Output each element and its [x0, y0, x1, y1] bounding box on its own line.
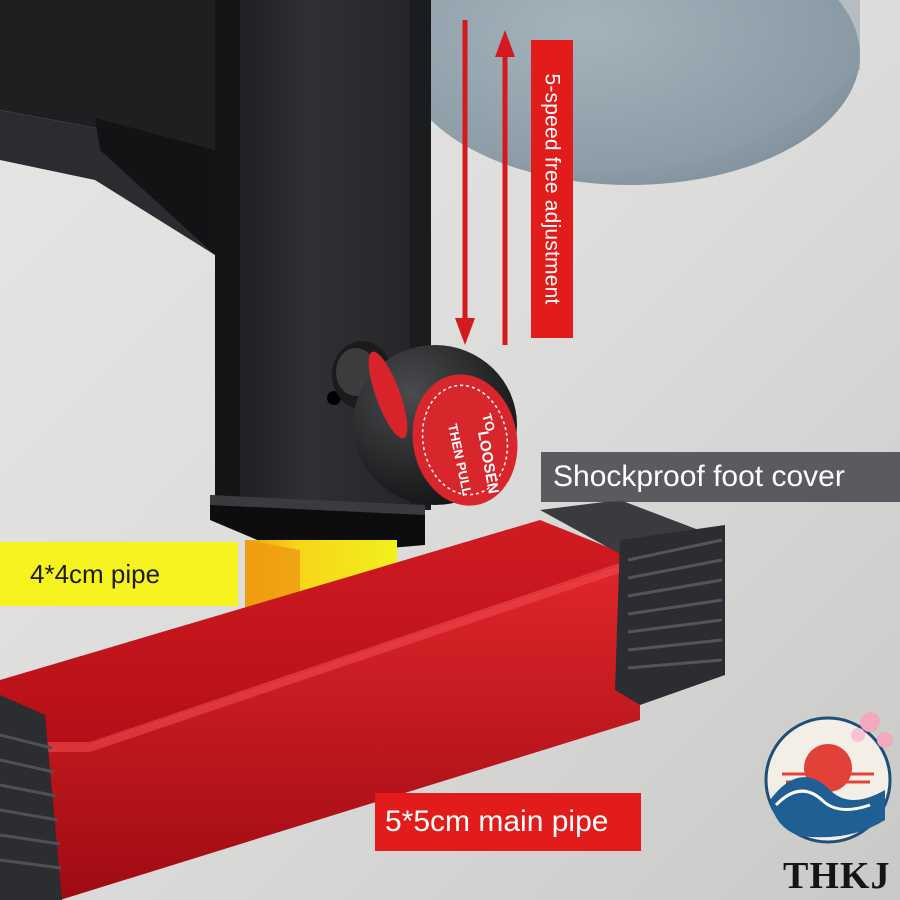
foot-cover-label: Shockproof foot cover: [541, 452, 900, 502]
wave-logo-icon: [764, 712, 893, 844]
black-frame-beam: [0, 0, 215, 255]
knob-text-edge: TO: [479, 412, 498, 433]
small-pipe-label: 4*4cm pipe: [0, 542, 238, 606]
pull-knob: TO LOOSEN THEN PULL: [332, 341, 518, 506]
speed-adjustment-text: 5-speed free adjustment: [541, 73, 565, 305]
main-pipe-label: 5*5cm main pipe: [375, 793, 641, 851]
adjust-arrows: [455, 20, 515, 345]
foot-cover-right: [540, 500, 725, 705]
speed-adjustment-label: 5-speed free adjustment: [531, 40, 573, 338]
brand-logo-text: THKJ: [783, 855, 891, 897]
main-pipe-5x5: [0, 520, 640, 900]
foot-cover-left: [0, 695, 62, 900]
